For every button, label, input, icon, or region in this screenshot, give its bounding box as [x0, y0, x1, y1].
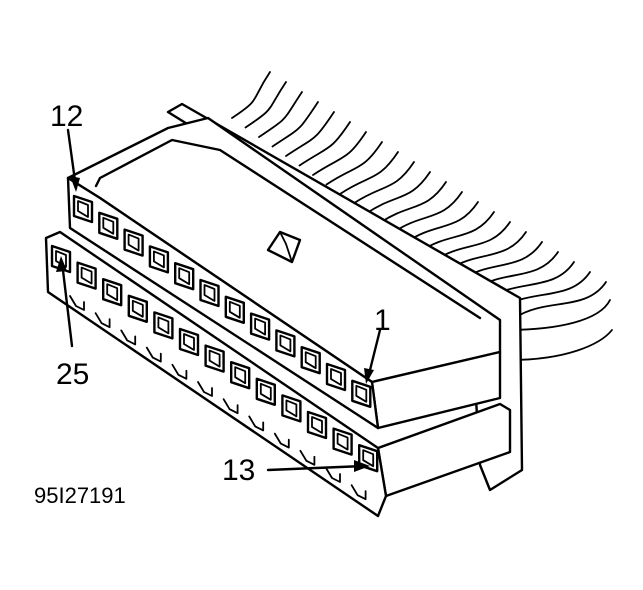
- pin-cavity: [76, 261, 97, 290]
- notch: [145, 346, 162, 363]
- wire: [244, 81, 287, 129]
- wire: [298, 121, 351, 167]
- wire: [258, 91, 303, 138]
- wire: [509, 329, 613, 361]
- pin-cavity: [148, 245, 170, 274]
- notch: [273, 432, 290, 449]
- notch: [197, 381, 213, 397]
- top-ridge: [94, 138, 482, 320]
- notch: [248, 415, 265, 432]
- arrow-13: [266, 464, 366, 472]
- pin-cavity: [306, 410, 328, 440]
- callout-arrows: [56, 128, 382, 472]
- notch: [325, 467, 341, 483]
- pin-cavity: [178, 327, 200, 357]
- wire: [514, 281, 607, 319]
- notch: [120, 329, 137, 346]
- bottom-notches: [69, 295, 367, 501]
- pin-cavity: [249, 312, 271, 341]
- notch: [171, 363, 188, 380]
- pin-cavity: [127, 294, 148, 323]
- wire: [504, 299, 611, 331]
- figure-id: 95I27191: [34, 483, 126, 508]
- notch: [69, 295, 85, 311]
- pin-cavity: [204, 344, 225, 373]
- connector-body: [44, 102, 524, 518]
- pin-cavity: [174, 262, 195, 291]
- pin-cavity: [332, 427, 353, 456]
- pin-cavity: [153, 311, 174, 340]
- pin-cavity: [230, 361, 251, 390]
- notch: [222, 398, 239, 415]
- pin-cavity: [123, 228, 144, 257]
- pin-cavity: [102, 278, 123, 307]
- notch: [94, 312, 111, 329]
- pin-cavity: [224, 295, 245, 324]
- pin-cavity: [72, 194, 94, 224]
- pin-label-25: 25: [56, 358, 89, 391]
- pin-cavity: [199, 278, 220, 308]
- pin-cavity: [281, 394, 302, 423]
- pin-cavity: [255, 377, 276, 406]
- wire-bundle: [231, 71, 613, 361]
- pin-cavity: [325, 362, 347, 392]
- pin-label-12: 12: [50, 100, 83, 133]
- pin-cavity: [98, 211, 119, 240]
- wire: [325, 141, 383, 186]
- wire: [406, 201, 479, 243]
- pin-cavity: [351, 379, 372, 408]
- wire: [231, 71, 271, 119]
- wire: [379, 181, 447, 224]
- arrow-25: [60, 260, 74, 348]
- pin-cavity: [275, 329, 296, 358]
- wire: [393, 191, 463, 233]
- wire: [366, 171, 431, 214]
- notch: [299, 449, 316, 466]
- notch: [350, 484, 367, 501]
- wire: [285, 111, 335, 157]
- wire: [312, 131, 367, 176]
- wire: [352, 161, 415, 205]
- wire: [420, 211, 495, 252]
- pin-label-13: 13: [222, 454, 255, 487]
- upper-pin-row: [72, 194, 372, 408]
- pin-cavity: [300, 346, 321, 375]
- latch-tab: [266, 230, 302, 264]
- wire: [339, 151, 399, 195]
- pin-label-1: 1: [374, 304, 391, 337]
- wire: [271, 101, 319, 148]
